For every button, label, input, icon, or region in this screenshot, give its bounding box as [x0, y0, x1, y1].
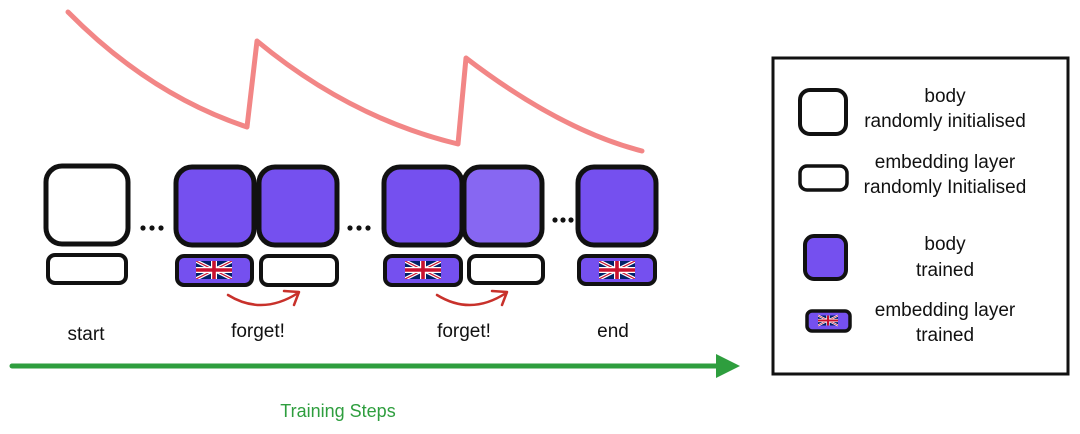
legend-embedding-random-line1: embedding layer [875, 152, 1016, 173]
embedding-random [46, 253, 128, 285]
uk-flag-icon [599, 261, 635, 279]
legend-body-random-swatch [798, 88, 848, 136]
legend-embedding-trained-line1: embedding layer [875, 300, 1016, 321]
stage-forget-1 [256, 164, 340, 287]
stage-trained-1 [173, 164, 257, 287]
stage-start [43, 163, 131, 285]
legend-embedding-random-swatch [798, 164, 849, 192]
uk-flag-icon [818, 316, 838, 326]
legend-embedding-random-line2: randomly Initialised [864, 177, 1027, 198]
ellipsis-icon [140, 225, 164, 231]
stage-end [575, 164, 659, 286]
stage-trained-2 [381, 164, 465, 287]
uk-flag-icon [196, 261, 232, 279]
body-trained [575, 164, 659, 248]
ellipsis-icon [347, 225, 371, 231]
stage-label-forget-2: forget! [437, 321, 491, 342]
legend-body-trained-swatch [803, 234, 848, 281]
embedding-random [259, 254, 339, 287]
stage-label-end: end [597, 321, 629, 342]
stage-label-start: start [68, 324, 106, 345]
legend-embedding-trained-line2: trained [916, 325, 974, 346]
legend-body-trained-line2: trained [916, 260, 974, 281]
body-trained [381, 164, 465, 248]
body-random [43, 163, 131, 247]
training-steps-arrow [9, 354, 740, 378]
legend: body randomly initialised embedding laye… [771, 56, 1070, 376]
body-trained [461, 164, 545, 248]
body-trained [173, 164, 257, 248]
legend-body-random-line2: randomly initialised [864, 111, 1026, 132]
body-trained [256, 164, 340, 248]
forget-arrow-1 [226, 289, 301, 307]
stage-forget-2 [461, 164, 545, 285]
embedding-random [467, 254, 545, 285]
stage-label-forget-1: forget! [231, 321, 285, 342]
uk-flag-icon [405, 261, 441, 279]
legend-body-random-line1: body [924, 86, 966, 107]
loss-curve [65, 9, 645, 154]
legend-body-trained-line1: body [924, 234, 966, 255]
forget-arrow-2 [435, 289, 509, 307]
ellipsis-icon [552, 217, 574, 223]
axis-label: Training Steps [280, 401, 395, 421]
